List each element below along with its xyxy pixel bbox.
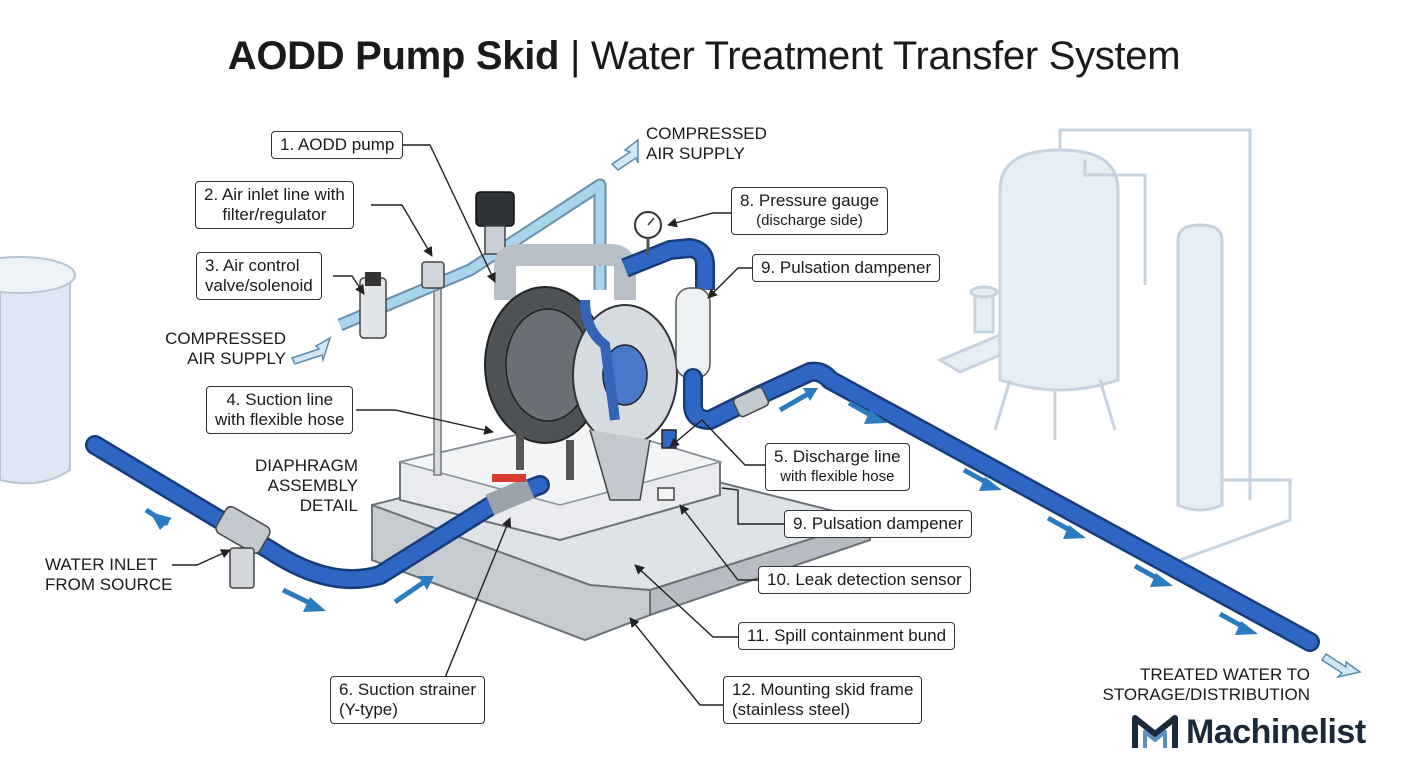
label-pulsation-dampener-bottom: 9. Pulsation dampener — [784, 510, 973, 538]
brand-logo: Machinelist — [1132, 712, 1366, 752]
air-line-support — [433, 279, 442, 476]
source-tank — [0, 256, 76, 485]
aodd-pump — [484, 244, 678, 501]
air-inlet-line — [337, 178, 607, 339]
label-aodd-pump: 1. AODD pump — [271, 131, 404, 159]
flow-arrows — [144, 388, 1258, 635]
brand-name: Machinelist — [1186, 712, 1366, 751]
leader-lines — [172, 144, 784, 706]
label-pulsation-dampener-top: 9. Pulsation dampener — [752, 254, 941, 282]
suction-line — [85, 435, 550, 590]
label-mounting-skid-frame: 12. Mounting skid frame(stainless steel) — [723, 676, 923, 724]
y-strainer — [215, 505, 271, 589]
label-pressure-gauge: 8. Pressure gauge(discharge side) — [731, 187, 888, 235]
m-logo-icon — [1132, 715, 1178, 748]
air-supply-arrows — [290, 138, 1362, 679]
label-leak-detection-sensor: 10. Leak detection sensor — [758, 566, 971, 594]
page-title: AODD Pump Skid | Water Treatment Transfe… — [227, 34, 1181, 78]
discharge-line — [621, 211, 1320, 652]
treatment-vessels — [936, 128, 1292, 562]
label-spill-containment-bund: 11. Spill containment bund — [738, 622, 956, 650]
label-suction-strainer: 6. Suction strainer(Y-type) — [330, 676, 486, 724]
